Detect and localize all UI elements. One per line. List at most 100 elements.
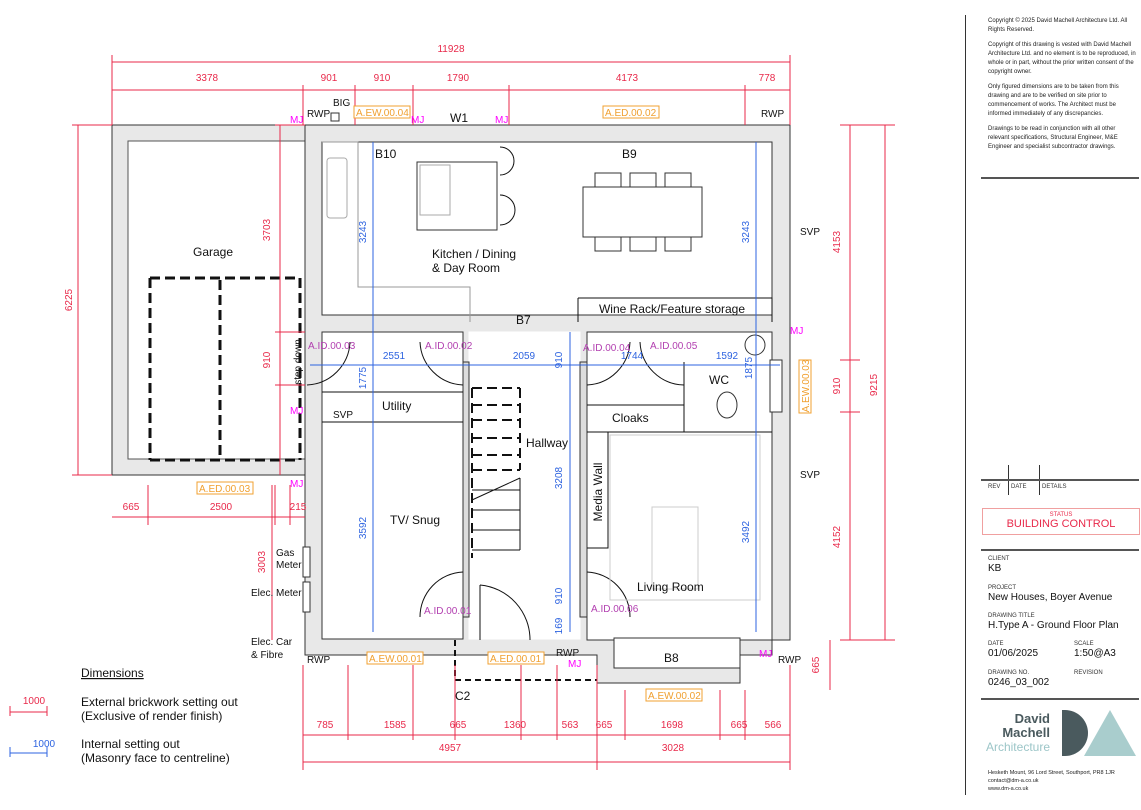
website-link[interactable]: www.dm-a.co.uk <box>988 786 1029 792</box>
drawing-title-value: H.Type A - Ground Floor Plan <box>988 620 1119 631</box>
dim-left: 3003 <box>257 550 268 573</box>
hall-wall-left <box>462 361 470 618</box>
dim-internal: 910 <box>554 587 565 604</box>
big-label: BIG <box>333 98 350 109</box>
divider <box>981 698 1139 700</box>
dim-internal: 3243 <box>358 220 369 243</box>
room-kitchen: Kitchen / Dining <box>432 247 516 261</box>
room-garage: Garage <box>193 245 233 259</box>
project-label: PROJECT <box>988 585 1017 591</box>
room-cloaks: Cloaks <box>612 411 649 425</box>
hob-icon <box>419 164 451 216</box>
drawing-title-label: DRAWING TITLE <box>988 613 1035 619</box>
logo-a-icon <box>1084 710 1136 756</box>
window-tag: A.ED.00.03 <box>199 484 251 495</box>
dim-garage-bottom: 215 <box>290 502 307 513</box>
media-wall-label: Media Wall <box>591 463 605 522</box>
mj-label: MJ <box>568 659 581 670</box>
room-utility: Utility <box>382 399 411 413</box>
drawing-no-value: 0246_03_002 <box>988 677 1050 688</box>
copyright-note: Drawings to be read in conjunction with … <box>988 126 1118 150</box>
mj-label: MJ <box>495 115 508 126</box>
window-tag: A.EW.00.03 <box>801 359 812 412</box>
b10-label: B10 <box>375 147 397 161</box>
copyright-note: Only figured dimensions are to be taken … <box>988 84 1119 117</box>
dim-internal: 910 <box>554 351 565 368</box>
dim-bottom: 665 <box>596 720 613 731</box>
w1-label: W1 <box>450 111 468 125</box>
date-header: DATE <box>1011 484 1027 490</box>
dim-left: 910 <box>262 351 273 368</box>
dim-internal: 1744 <box>621 351 644 362</box>
title-block: Copyright © 2025 David Machell Architect… <box>965 15 1141 795</box>
legend-external: External brickwork setting out <box>81 695 238 709</box>
dim-internal: 2059 <box>513 351 536 362</box>
external-dimension-lines <box>72 55 895 770</box>
dim-left: 3703 <box>262 218 273 241</box>
legend-external-line <box>9 706 48 716</box>
hall-floor <box>468 331 581 640</box>
door-tag: A.ID.00.01 <box>424 606 472 617</box>
c2-label: C2 <box>455 689 471 703</box>
status-badge: STATUS BUILDING CONTROL <box>982 508 1140 535</box>
elec-meter-box <box>302 581 311 613</box>
dim-right: 665 <box>811 656 822 673</box>
mj-label: MJ <box>290 479 303 490</box>
wc-basin-icon <box>744 334 766 356</box>
dim-overall-width: 11928 <box>437 44 465 55</box>
dim-top: 3378 <box>196 73 219 84</box>
legend-title: Dimensions <box>81 666 144 680</box>
kitchen-worktop <box>322 141 471 322</box>
email-link[interactable]: contact@dm-a.co.uk <box>988 778 1039 784</box>
dim-top: 901 <box>321 73 338 84</box>
big-box-icon <box>330 112 340 122</box>
dim-internal: 1592 <box>716 351 739 362</box>
sink-icon <box>326 157 348 219</box>
mj-label: MJ <box>790 326 803 337</box>
scale-label: SCALE <box>1074 641 1094 647</box>
dim-internal: 169 <box>554 617 565 634</box>
elec-meter-label: Elec. Meter <box>251 588 302 599</box>
door-tag: A.ID.00.04 <box>583 343 631 354</box>
room-wine-storage: Wine Rack/Feature storage <box>599 302 745 316</box>
dim-right: 4153 <box>832 230 843 253</box>
bay-floor <box>613 637 741 669</box>
status-label: STATUS <box>1049 512 1073 518</box>
window-tags <box>196 105 812 702</box>
dim-top: 1790 <box>447 73 470 84</box>
legend-internal: Internal setting out <box>81 737 180 751</box>
dim-left: 6225 <box>64 288 75 311</box>
dim-internal: 2551 <box>383 351 406 362</box>
dining-chairs <box>594 172 692 252</box>
dim-internal: 3208 <box>554 466 565 489</box>
room-wc: WC <box>709 373 729 387</box>
internal-dimension-lines <box>310 142 780 632</box>
partitions <box>322 362 772 549</box>
rwp-label: RWP <box>307 655 330 666</box>
snug-floor <box>321 331 464 640</box>
details-header: DETAILS <box>1042 484 1067 490</box>
dim-bottom: 1360 <box>504 720 527 731</box>
svp-label: SVP <box>333 410 353 421</box>
client-value: KB <box>988 563 1002 574</box>
stairs-upper <box>471 387 521 558</box>
dim-bottom: 665 <box>731 720 748 731</box>
dim-bottom: 1698 <box>661 720 684 731</box>
mj-label: MJ <box>411 115 424 126</box>
wine-rack <box>577 297 773 322</box>
dim-bottom: 563 <box>562 720 579 731</box>
mj-label: MJ <box>290 115 303 126</box>
garage-floor <box>127 140 306 460</box>
door-tag: A.ID.00.06 <box>591 604 639 615</box>
status-value: BUILDING CONTROL <box>1006 518 1116 530</box>
wc-toilet-icon <box>716 391 738 419</box>
window-tag: A.ED.00.02 <box>605 108 657 119</box>
elec-car-label: & Fibre <box>251 650 284 661</box>
dim-top: 778 <box>759 73 776 84</box>
logo-text: Machell <box>1002 725 1050 740</box>
sofa-outline <box>609 434 761 601</box>
copyright-note: Copyright of this drawing is vested with… <box>988 42 1136 75</box>
dim-internal: 3592 <box>358 516 369 539</box>
room-snug: TV/ Snug <box>390 513 440 527</box>
